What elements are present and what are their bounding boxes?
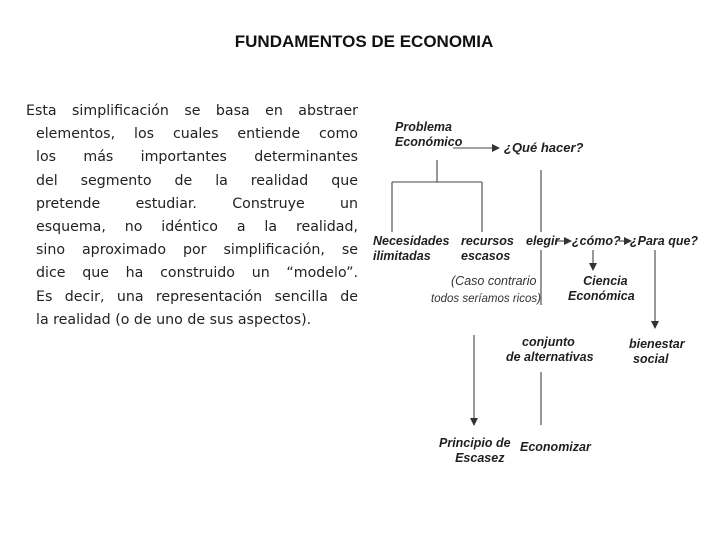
label-economizar: Economizar <box>520 440 591 454</box>
label-necesidades-ilimitadas: Necesidades ilimitadas <box>373 234 450 263</box>
paragraph-line: la realidad (o de uno de sus aspectos). <box>36 311 312 328</box>
label-para-que: ¿Para que? <box>630 234 699 248</box>
label-principio-escasez: Principio de Escasez <box>439 436 511 465</box>
label-problema-economico: Problema Económico <box>395 120 463 149</box>
paragraph-line: del segmento de la realidad que <box>36 172 358 189</box>
paragraph-line: esquema, no idéntico a la realidad, <box>36 219 358 236</box>
body-paragraph: Esta simplificación se basa en abstraer … <box>26 100 358 332</box>
label-que-hacer: ¿Qué hacer? <box>504 140 584 155</box>
economy-concept-diagram: Problema Económico ¿Qué hacer? Necesidad… <box>365 100 720 490</box>
label-ciencia-economica: Ciencia Económica <box>568 274 635 303</box>
label-caso-contrario: (Caso contrario <box>451 274 537 288</box>
label-bienestar-social: bienestar social <box>629 337 685 366</box>
label-como: ¿cómo? <box>572 234 621 248</box>
label-elegir: elegir <box>526 234 560 248</box>
paragraph-line: Es decir, una representación sencilla de <box>36 288 358 305</box>
diagram-connectors <box>391 144 659 426</box>
paragraph-line: dice que ha construido un “modelo”. <box>36 265 358 282</box>
paragraph-line: elementos, los cuales entiende como <box>36 126 358 143</box>
slide-title: FUNDAMENTOS DE ECONOMIA <box>234 32 494 51</box>
label-recursos-escasos: recursos escasos <box>461 234 514 263</box>
paragraph-line: sino aproximado por simplificación, se <box>36 242 358 259</box>
paragraph-line: pretende estudiar. Construye un <box>36 195 358 212</box>
paragraph-line: los más importantes determinantes <box>36 149 358 166</box>
label-todos-ricos: todos seríamos ricos) <box>431 293 541 305</box>
paragraph-line: Esta simplificación se basa en abstraer <box>26 103 358 119</box>
label-conjunto-alternativas: conjunto de alternativas <box>506 335 594 364</box>
